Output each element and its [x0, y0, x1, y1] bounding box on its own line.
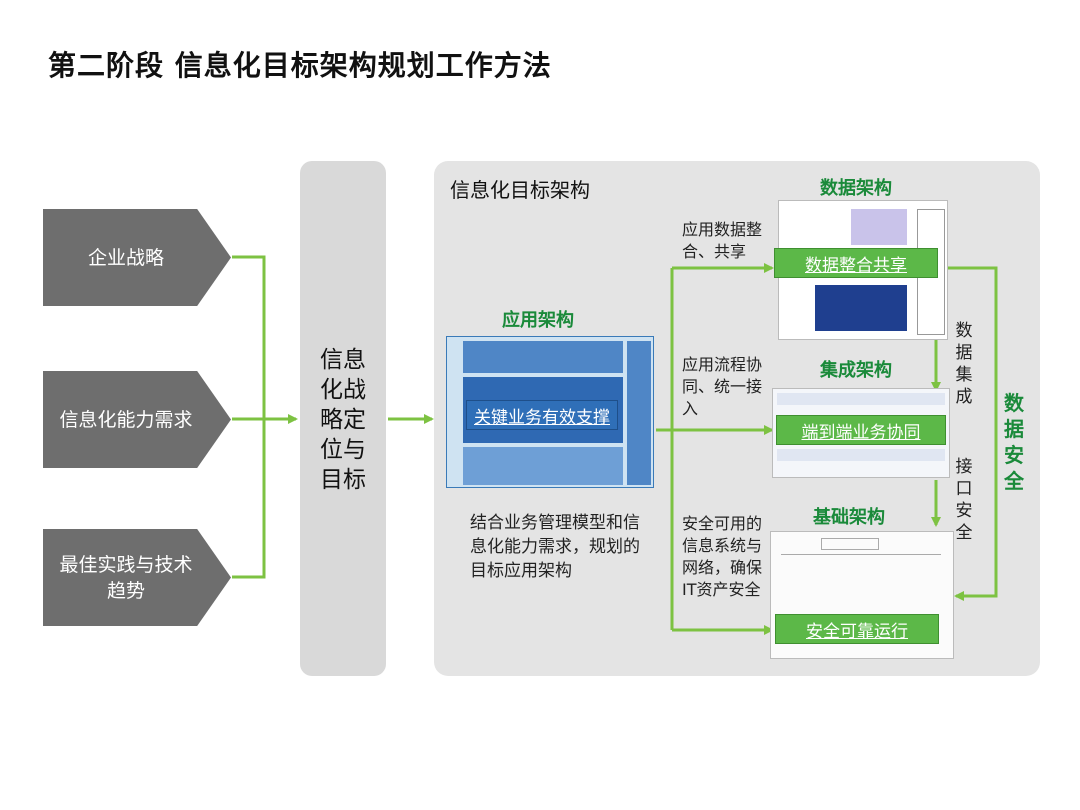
strategy-column	[300, 161, 386, 676]
infrastructure-highlight: 安全可靠运行	[775, 614, 939, 644]
interface-security-label: 接口安全	[955, 457, 973, 543]
input-chevron-capability: 信息化能力需求	[43, 371, 231, 468]
infrastructure-title: 基础架构	[813, 507, 885, 528]
data-security-loop	[948, 266, 998, 601]
data-note: 应用数据整合、共享	[682, 220, 763, 261]
application-title: 应用架构	[502, 310, 574, 331]
strategy-label-text: 信息化战略定位与目标	[320, 347, 366, 493]
integration-highlight: 端到端业务协同	[776, 415, 946, 445]
data-security-label: 数据安全	[1004, 391, 1024, 493]
application-description: 结合业务管理模型和信息化能力需求，规划的目标应用架构	[470, 513, 640, 581]
input-bracket	[232, 255, 266, 579]
integration-note: 应用流程协同、统一接入	[682, 355, 763, 418]
data-title: 数据架构	[820, 178, 892, 199]
integration-title: 集成架构	[820, 360, 892, 381]
input-chevron-practice: 最佳实践与技术趋势	[43, 529, 231, 626]
input-chevron-strategy: 企业战略	[43, 209, 231, 306]
architecture-title: 信息化目标架构	[450, 178, 590, 202]
strategy-label: 信息化战略定位与目标	[300, 345, 386, 495]
infrastructure-note: 安全可用的信息系统与网络，确保IT资产安全	[682, 514, 763, 599]
application-highlight: 关键业务有效支撑	[466, 400, 618, 430]
page-title: 第二阶段 信息化目标架构规划工作方法	[48, 49, 552, 82]
data-highlight: 数据整合共享	[774, 248, 938, 278]
data-integration-label: 数据集成	[955, 321, 973, 407]
